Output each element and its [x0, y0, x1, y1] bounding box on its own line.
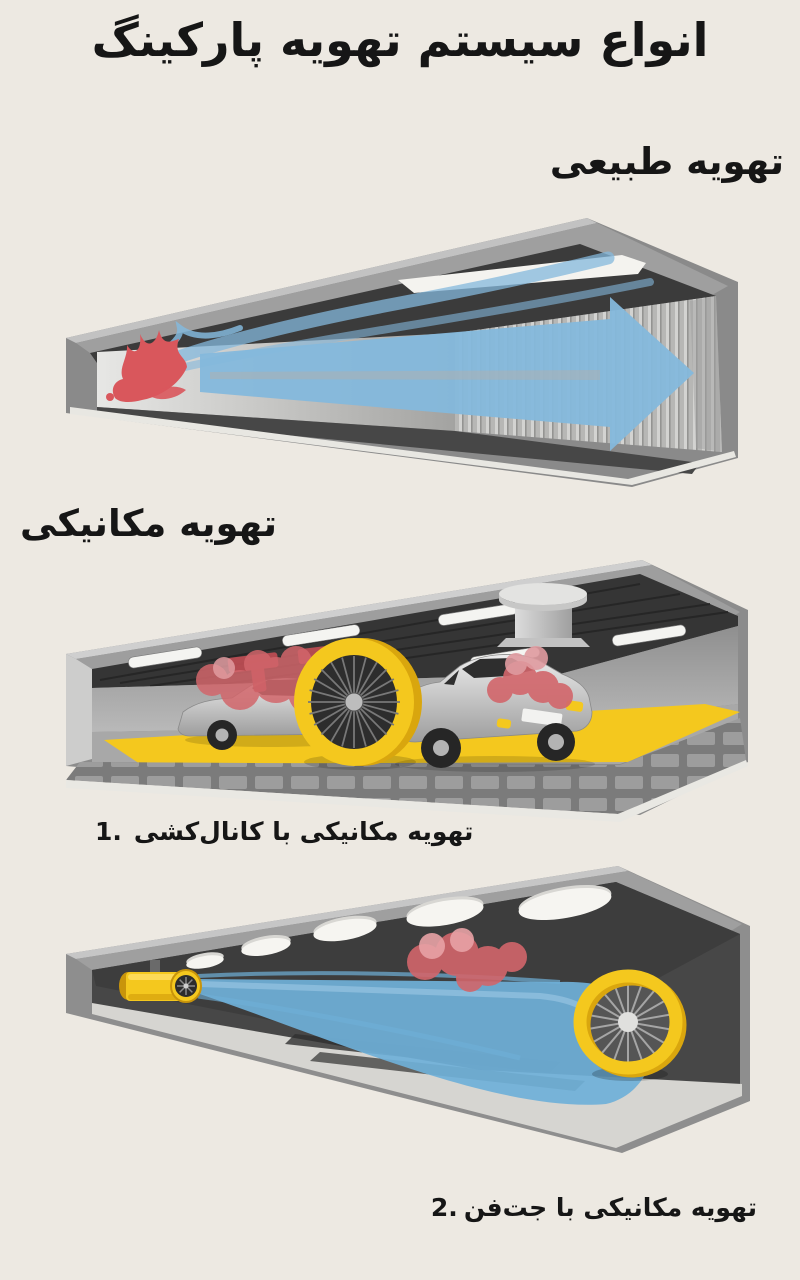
ceiling-lights — [128, 603, 687, 687]
smoke-cloud — [407, 928, 527, 992]
ribbed-apron — [66, 718, 746, 814]
jet-fan-icon — [119, 960, 202, 1003]
axial-fan-icon — [573, 969, 687, 1078]
natural-ventilation-heading: تهویه طبیعی — [549, 140, 784, 183]
exhaust-fan-icon — [294, 638, 422, 766]
ducted-ventilation-caption: 1. تهویه مکانیکی با کانال‌کشی — [95, 816, 473, 849]
caption-number: 2. — [430, 1193, 458, 1222]
ceiling-vents — [186, 884, 612, 969]
airflow-arrow — [200, 297, 694, 451]
natural-ventilation-illustration — [66, 218, 738, 487]
mechanical-ventilation-heading: تهویه مکانیکی — [20, 502, 277, 545]
fire-flames-icon — [106, 330, 187, 403]
caption-text: تهویه مکانیکی با جت‌فن — [463, 1193, 757, 1222]
smoke-cloud-right — [487, 646, 573, 709]
jet-fan-caption: 2.تهویه مکانیکی با جت‌فن — [431, 1192, 757, 1225]
ceiling-duct-large — [497, 583, 590, 647]
ducted-ventilation-illustration — [66, 560, 748, 822]
tunnel-floor — [92, 1003, 742, 1148]
caption-text: تهویه مکانیکی با کانال‌کشی — [133, 817, 474, 846]
caption-number: 1. — [95, 817, 122, 846]
jet-fan-illustration — [66, 866, 750, 1153]
poster-title: انواع سیستم تهویه پارکینگ — [91, 13, 709, 67]
